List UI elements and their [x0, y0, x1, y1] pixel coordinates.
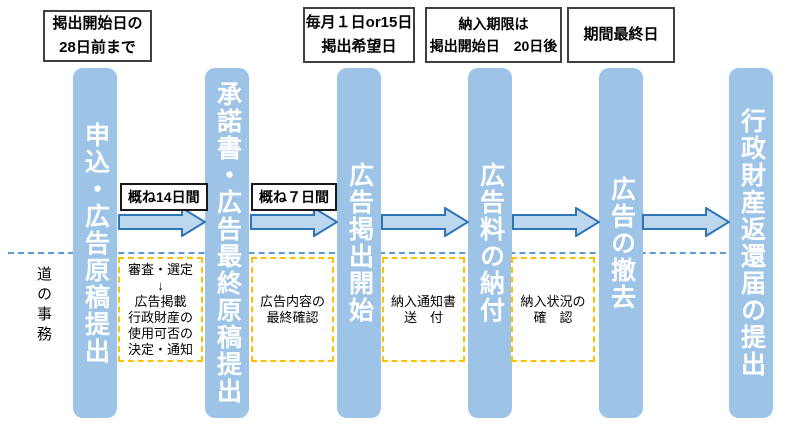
note-line: 掲出開始日の [52, 15, 143, 32]
stage-bar-ad-fee-payment: 広告料の納付 [468, 68, 512, 418]
task-line: 納入通知書 [390, 293, 456, 309]
right-arrow-icon [642, 207, 730, 237]
stage-label: 行政財産返還届の提出 [737, 108, 766, 378]
note-period-last-day: 期間最終日 [567, 7, 675, 63]
duration-label-7-days: 概ね７日間 [251, 183, 337, 211]
note-line: 期間最終日 [583, 26, 659, 43]
stage-label: 承諾書・広告最終原稿提出 [213, 81, 242, 405]
task-line: 広告掲載 [134, 293, 187, 309]
task-line: 審査・選定 [127, 261, 193, 277]
task-final-content-check: 広告内容の 最終確認 [251, 257, 334, 362]
task-review-selection-decision: 審査・選定 ↓ 広告掲載 行政財産の 使用可否の 決定・通知 [118, 257, 203, 362]
note-application-deadline: 掲出開始日の 28日前まで [43, 10, 152, 62]
note-line: 28日前まで [59, 39, 136, 56]
stage-bar-ad-posting-start: 広告掲出開始 [337, 68, 381, 418]
task-line: 送 付 [403, 309, 443, 325]
note-posting-start-date: 毎月１日or15日 掲出希望日 [303, 7, 415, 63]
note-line: 納入期限は [458, 15, 529, 32]
stage-label: 広告掲出開始 [345, 162, 374, 324]
right-arrow-icon [512, 207, 600, 237]
note-line: 毎月１日or15日 [305, 14, 413, 31]
stage-bar-property-return-notice: 行政財産返還届の提出 [729, 68, 773, 418]
right-arrow-icon [250, 207, 338, 237]
task-line: 最終確認 [266, 309, 319, 325]
task-payment-status-check: 納入状況の 確 認 [511, 257, 595, 362]
note-line: 掲出開始日 20日後 [429, 38, 558, 54]
task-line: 納入状況の [520, 293, 586, 309]
stage-bar-approval-final-draft-submission: 承諾書・広告最終原稿提出 [205, 68, 249, 418]
stage-label: 広告料の納付 [476, 162, 505, 324]
task-payment-notice-sending: 納入通知書 送 付 [382, 257, 465, 362]
right-arrow-icon [118, 207, 206, 237]
task-line: 決定・通知 [127, 341, 193, 357]
stage-label: 申込・広告原稿提出 [81, 121, 110, 365]
stage-bar-ad-removal: 広告の撤去 [599, 68, 643, 418]
side-label-road-office-tasks: 道の事務 [35, 266, 51, 346]
duration-label-14-days: 概ね14日間 [120, 183, 208, 211]
task-line: 確 認 [533, 309, 573, 325]
task-line: 行政財産の [127, 309, 193, 325]
note-payment-deadline: 納入期限は 掲出開始日 20日後 [425, 7, 562, 63]
task-line: 使用可否の [127, 325, 193, 341]
down-arrow-icon: ↓ [157, 277, 164, 293]
task-line: 広告内容の [259, 293, 325, 309]
office-tasks-divider-line [8, 252, 756, 254]
stage-label: 広告の撤去 [607, 175, 636, 311]
note-line: 掲出希望日 [321, 38, 397, 55]
stage-bar-application-draft-submission: 申込・広告原稿提出 [73, 68, 117, 418]
right-arrow-icon [381, 207, 469, 237]
